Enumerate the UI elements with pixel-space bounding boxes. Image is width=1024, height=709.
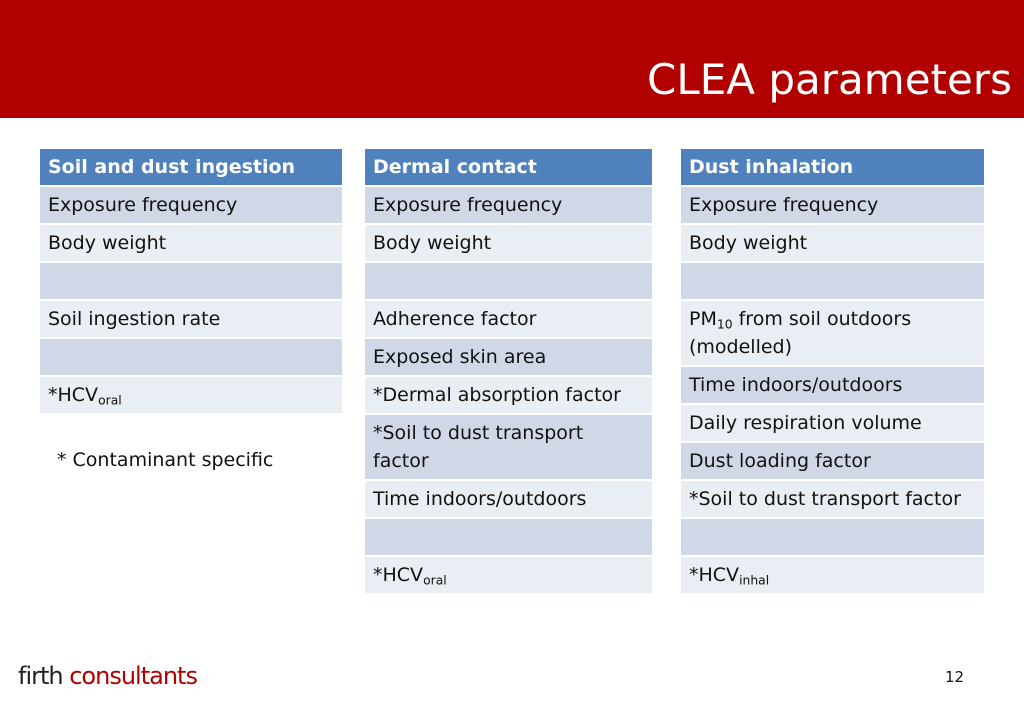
table-row: Adherence factor: [365, 301, 652, 337]
company-logo: firth consultants: [18, 662, 198, 690]
table-row: [365, 519, 652, 555]
table-row: Body weight: [365, 225, 652, 261]
header-bar: [0, 0, 1024, 118]
table-cell: [40, 339, 342, 375]
cell-text: PM: [689, 308, 717, 330]
cell-text: Daily respiration volume: [689, 412, 922, 434]
cell-text: *HCV: [373, 564, 424, 586]
table-cell: PM10 from soil outdoors (modelled): [681, 301, 984, 365]
cell-text: Exposure frequency: [373, 194, 563, 216]
cell-subscript: oral: [423, 573, 447, 588]
table-cell: Body weight: [365, 225, 652, 261]
table-header: Dust inhalation: [681, 149, 984, 185]
table-cell: Dust loading factor: [681, 443, 984, 479]
table-cell: [40, 263, 342, 299]
cell-text: Soil ingestion rate: [48, 308, 221, 330]
table-cell: *Soil to dust transport factor: [681, 481, 984, 517]
page-number: 12: [945, 668, 965, 686]
table-cell: Time indoors/outdoors: [365, 481, 652, 517]
cell-text: *Soil to dust transport factor: [373, 422, 584, 472]
table-cell: *HCVinhal: [681, 557, 984, 593]
logo-word-firth: firth: [18, 662, 64, 690]
table-row: Exposure frequency: [40, 187, 342, 223]
cell-text-after: from soil outdoors (modelled): [689, 308, 912, 358]
table-cell: Body weight: [40, 225, 342, 261]
table-cell: [365, 519, 652, 555]
table-row: Daily respiration volume: [681, 405, 984, 441]
table-row: *Soil to dust transport factor: [365, 415, 652, 479]
table-row: [681, 519, 984, 555]
table-cell: Daily respiration volume: [681, 405, 984, 441]
cell-text: *HCV: [48, 384, 99, 406]
table-soil-dust-ingestion: Soil and dust ingestion Exposure frequen…: [40, 147, 342, 415]
table-row: [40, 263, 342, 299]
table-row: [365, 263, 652, 299]
table-cell: Body weight: [681, 225, 984, 261]
cell-text: Body weight: [48, 232, 167, 254]
table-row: *HCVinhal: [681, 557, 984, 593]
cell-text: Body weight: [689, 232, 808, 254]
table-row: Time indoors/outdoors: [365, 481, 652, 517]
table-cell: Exposure frequency: [681, 187, 984, 223]
table-row: [681, 263, 984, 299]
table-row: Exposure frequency: [681, 187, 984, 223]
table-row: Body weight: [681, 225, 984, 261]
cell-text: Exposure frequency: [48, 194, 238, 216]
cell-text: Time indoors/outdoors: [689, 374, 903, 396]
cell-text: Exposed skin area: [373, 346, 547, 368]
table-cell: *HCVoral: [40, 377, 342, 413]
table-cell: [681, 263, 984, 299]
table-row: [40, 339, 342, 375]
slide-title: CLEA parameters: [647, 55, 1012, 104]
logo-word-consultants: consultants: [62, 662, 198, 690]
cell-subscript: inhal: [739, 573, 770, 588]
table-cell: [681, 519, 984, 555]
cell-text: Body weight: [373, 232, 492, 254]
table-row: Soil ingestion rate: [40, 301, 342, 337]
cell-text: Time indoors/outdoors: [373, 488, 587, 510]
cell-text: Exposure frequency: [689, 194, 879, 216]
cell-text: *HCV: [689, 564, 740, 586]
table-cell: *HCVoral: [365, 557, 652, 593]
table-row: Time indoors/outdoors: [681, 367, 984, 403]
cell-text: *Soil to dust transport factor: [689, 488, 961, 510]
cell-text: Adherence factor: [373, 308, 537, 330]
cell-subscript: 10: [716, 317, 733, 332]
table-row: Dust loading factor: [681, 443, 984, 479]
table-row: *Dermal absorption factor: [365, 377, 652, 413]
table-cell: *Dermal absorption factor: [365, 377, 652, 413]
table-cell: Exposed skin area: [365, 339, 652, 375]
table-row: Body weight: [40, 225, 342, 261]
table-row: *HCVoral: [40, 377, 342, 413]
table-row: Exposure frequency: [365, 187, 652, 223]
table-header: Soil and dust ingestion: [40, 149, 342, 185]
table-row: Exposed skin area: [365, 339, 652, 375]
cell-text: *Dermal absorption factor: [373, 384, 621, 406]
table-cell: Exposure frequency: [365, 187, 652, 223]
table-row: *Soil to dust transport factor: [681, 481, 984, 517]
table-cell: Time indoors/outdoors: [681, 367, 984, 403]
table-cell: Exposure frequency: [40, 187, 342, 223]
table-cell: Soil ingestion rate: [40, 301, 342, 337]
table-cell: *Soil to dust transport factor: [365, 415, 652, 479]
table-row: *HCVoral: [365, 557, 652, 593]
table-cell: [365, 263, 652, 299]
table-row: PM10 from soil outdoors (modelled): [681, 301, 984, 365]
cell-text: Dust loading factor: [689, 450, 871, 472]
table-header: Dermal contact: [365, 149, 652, 185]
cell-subscript: oral: [98, 393, 122, 408]
footnote: * Contaminant specific: [57, 449, 274, 471]
table-cell: Adherence factor: [365, 301, 652, 337]
